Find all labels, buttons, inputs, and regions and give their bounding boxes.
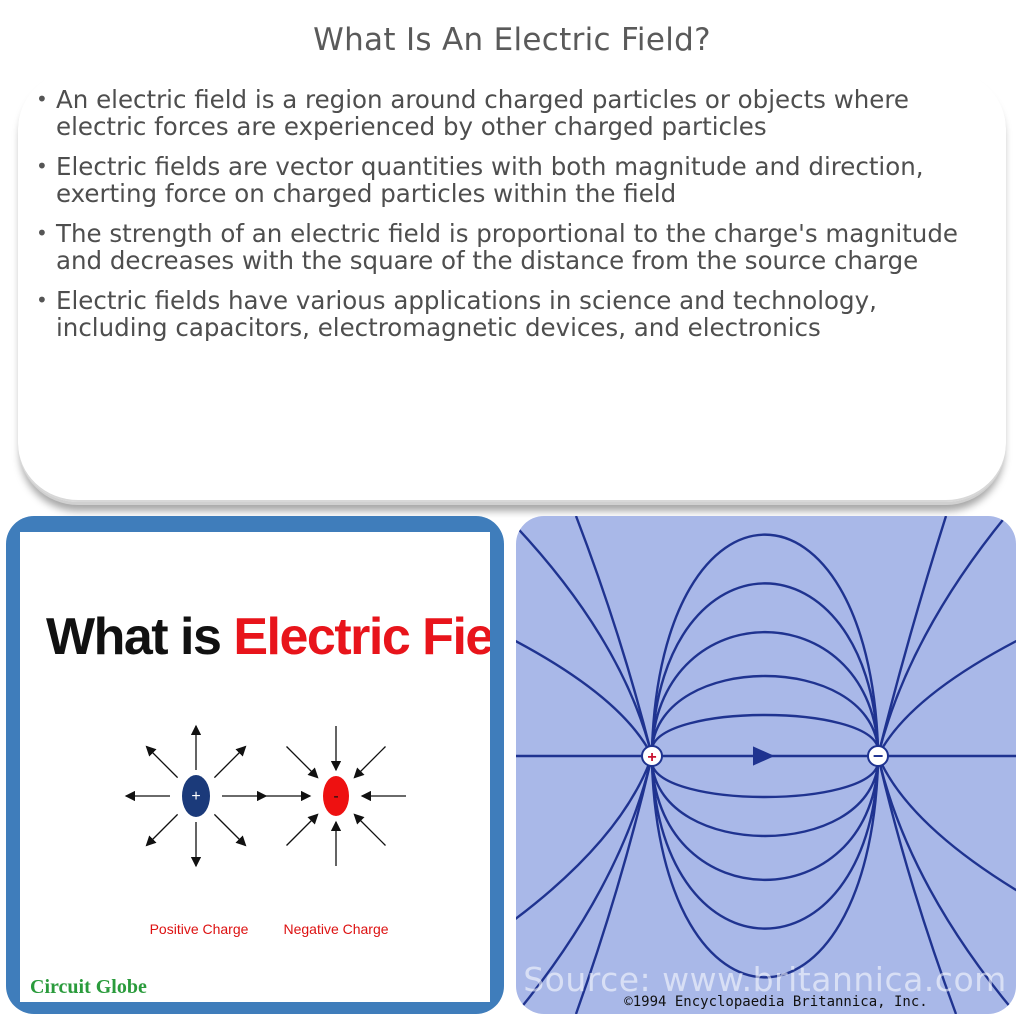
positive-charge-label: Positive Charge: [150, 921, 249, 937]
bullet-item: Electric fields are vector quantities wi…: [36, 153, 976, 207]
field-line: [516, 639, 654, 757]
positive-charge: [182, 775, 210, 817]
field-line: [574, 755, 654, 1014]
source-watermark: Source: www.britannica.com: [523, 960, 1007, 999]
negative-symbol: −: [873, 746, 884, 766]
positive-charge: [641, 745, 663, 767]
field-line: [876, 516, 1007, 757]
field-line: [650, 713, 880, 749]
bullet-item: Electric fields have various application…: [36, 287, 976, 341]
inward-field-arrow: [353, 746, 386, 779]
field-line: [516, 524, 654, 757]
field-line: [650, 763, 880, 838]
field-line: [574, 516, 654, 757]
field-line: [516, 755, 654, 921]
field-line: [876, 639, 1016, 757]
negative-symbol: -: [333, 788, 338, 805]
outward-field-arrow: [213, 745, 247, 779]
outward-field-arrow: [213, 813, 247, 847]
field-line: [650, 763, 880, 799]
field-lines-illustration: + − ©1994 Encyclopaedia Britannica, Inc.: [516, 516, 1016, 1014]
page-title: What Is An Electric Field?: [313, 22, 711, 58]
outward-field-arrow: [145, 745, 179, 779]
field-line: [650, 763, 880, 979]
negative-charge-label: Negative Charge: [283, 921, 388, 937]
field-line: [876, 755, 1016, 892]
inward-field-arrow: [286, 813, 319, 846]
field-lines-diagram: + − ©1994 Encyclopaedia Britannica, Inc.: [516, 516, 1016, 1014]
positive-symbol: +: [191, 788, 200, 805]
field-line: [650, 674, 880, 749]
negative-charge: [323, 776, 349, 816]
positive-symbol: +: [647, 749, 656, 766]
outward-field-arrow: [145, 813, 179, 847]
field-line: [650, 763, 880, 930]
brand-logo: Circuit Globe: [30, 976, 147, 998]
field-line: [650, 533, 880, 749]
field-line: [650, 763, 880, 881]
inward-field-arrow: [286, 746, 319, 779]
bullet-item: The strength of an electric field is pro…: [36, 220, 976, 274]
charges-diagram: What is Electric Field? + - Positive Cha…: [30, 608, 504, 998]
inward-field-arrow: [353, 813, 386, 846]
copyright-text: ©1994 Encyclopaedia Britannica, Inc.: [624, 994, 927, 1010]
bullet-item: An electric field is a region around cha…: [36, 86, 976, 140]
negative-charge: [867, 745, 889, 767]
diagram-heading: What is Electric Field?: [46, 608, 490, 666]
bullet-list: An electric field is a region around cha…: [36, 86, 976, 354]
field-line: [650, 582, 880, 749]
field-line: [876, 755, 1016, 1014]
field-line: [650, 631, 880, 749]
electric-field-illustration: What is Electric Field? + - Positive Cha…: [6, 516, 504, 1014]
